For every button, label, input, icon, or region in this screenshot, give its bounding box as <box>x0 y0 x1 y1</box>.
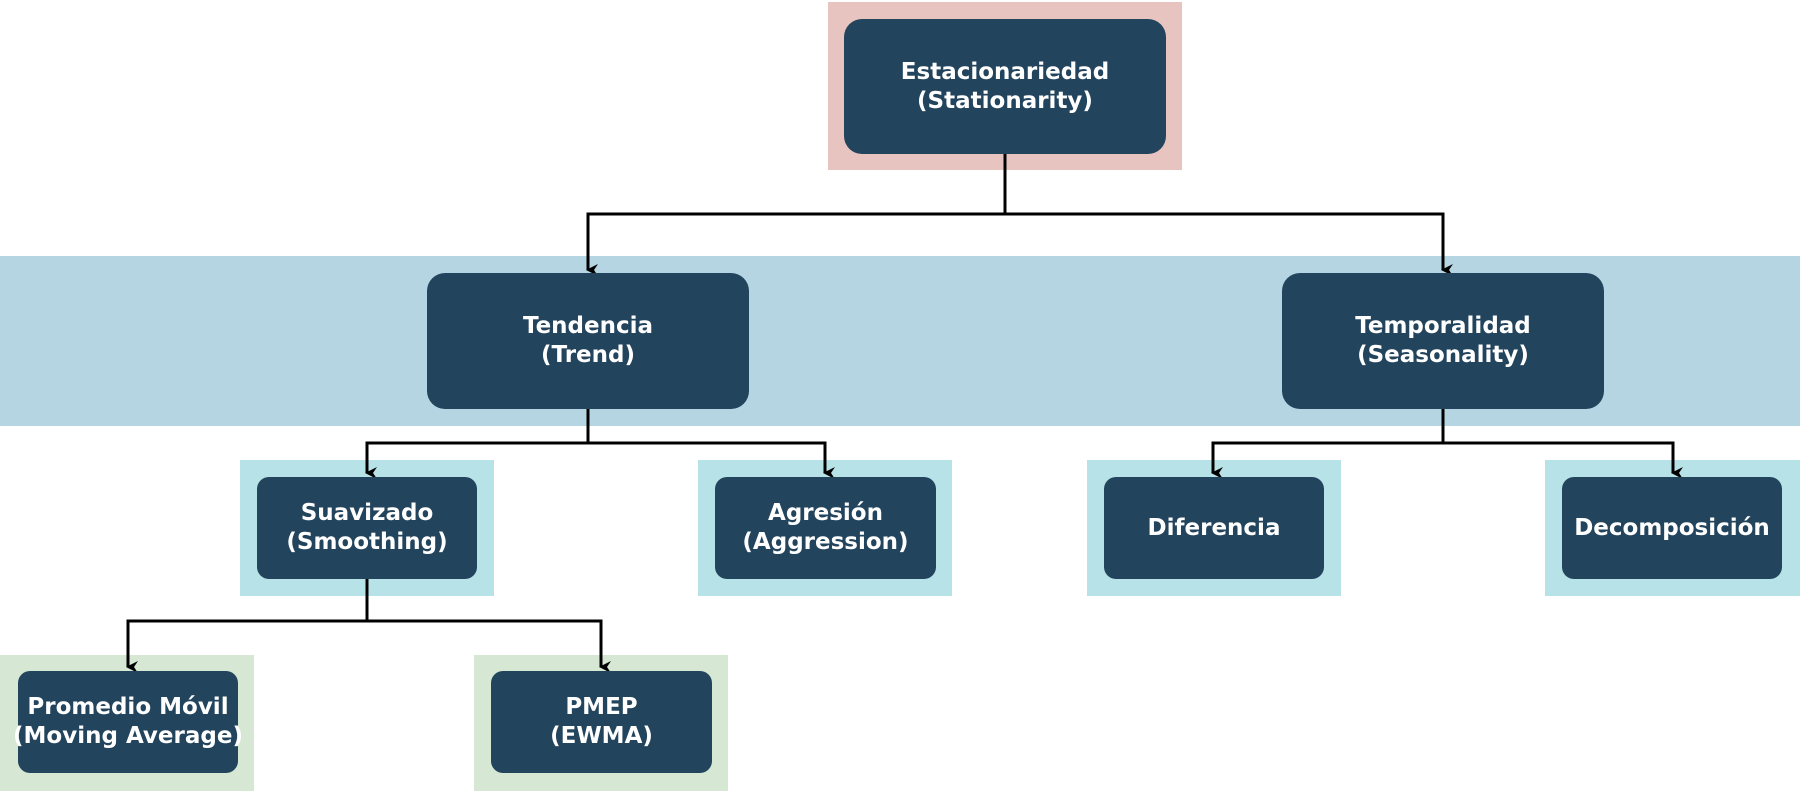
node-seasonality[interactable]: Temporalidad (Seasonality) <box>1282 273 1604 409</box>
connector-trend-aggression <box>588 441 835 479</box>
node-decomposition-title: Decomposición <box>1574 514 1770 541</box>
node-ewma[interactable]: PMEP (EWMA) <box>491 671 712 773</box>
connector-trend-smoothing <box>365 409 590 479</box>
node-aggression[interactable]: Agresión (Aggression) <box>715 477 936 579</box>
node-stationarity-title: Estacionariedad <box>900 58 1110 85</box>
node-smoothing-subtitle: (Smoothing) <box>286 529 448 555</box>
connector-smoothing-moving-average <box>126 579 369 673</box>
node-trend-subtitle: (Trend) <box>541 342 635 368</box>
connector-root-trend <box>586 154 1007 276</box>
node-difference[interactable]: Diferencia <box>1104 477 1324 579</box>
node-trend-title: Tendencia <box>522 313 654 339</box>
node-seasonality-subtitle: (Seasonality) <box>1357 342 1529 368</box>
node-moving-average-subtitle: (Moving Average) <box>13 723 243 749</box>
node-moving-average-title: Promedio Móvil <box>27 694 229 720</box>
node-ewma-title: PMEP <box>565 694 638 720</box>
connector-smoothing-ewma <box>367 619 611 673</box>
node-stationarity-subtitle: (Stationarity) <box>917 87 1093 114</box>
node-seasonality-title: Temporalidad <box>1355 313 1531 339</box>
connector-seasonality-difference <box>1211 409 1445 479</box>
node-trend[interactable]: Tendencia (Trend) <box>427 273 749 409</box>
node-difference-title: Diferencia <box>1147 514 1281 541</box>
connector-root-seasonality <box>1005 212 1453 276</box>
connector-seasonality-decomposition <box>1443 441 1683 479</box>
node-aggression-title: Agresión <box>768 500 883 526</box>
node-aggression-subtitle: (Aggression) <box>742 529 909 555</box>
node-stationarity[interactable]: Estacionariedad (Stationarity) <box>844 19 1166 154</box>
node-smoothing[interactable]: Suavizado (Smoothing) <box>257 477 477 579</box>
node-smoothing-title: Suavizado <box>300 500 434 526</box>
node-decomposition[interactable]: Decomposición <box>1562 477 1782 579</box>
node-ewma-subtitle: (EWMA) <box>550 723 653 749</box>
node-moving-average[interactable]: Promedio Móvil (Moving Average) <box>13 671 243 773</box>
